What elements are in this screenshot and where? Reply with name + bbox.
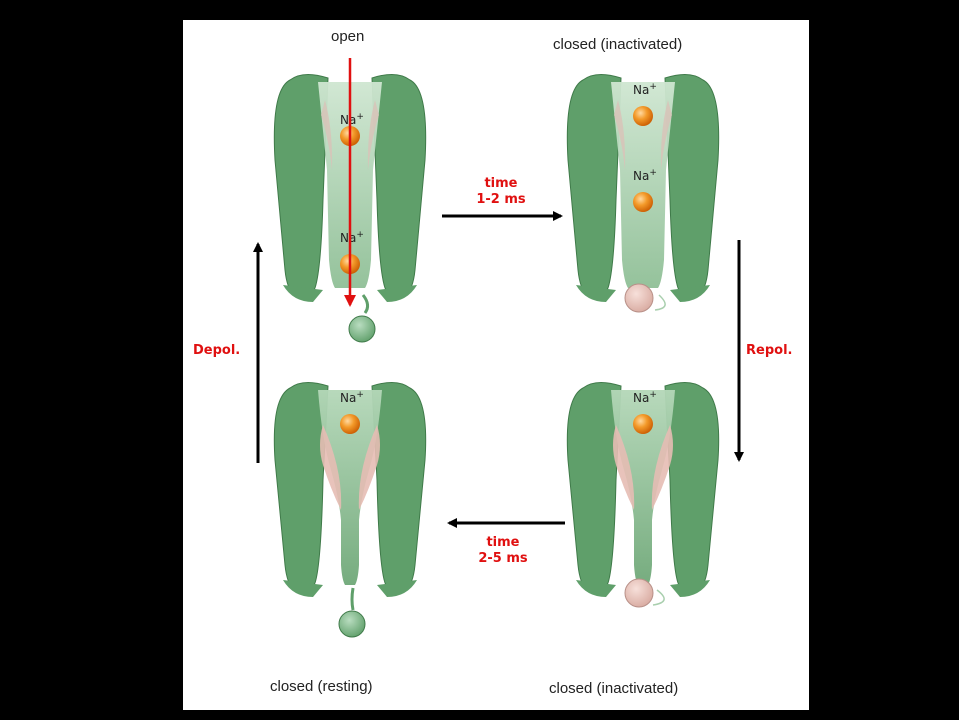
inactivation-ball [349, 316, 375, 342]
transition-label-time-1: time 1-2 ms [471, 176, 531, 208]
channel-inactivated-top: Na+ Na+ [567, 74, 718, 312]
inactivation-ball-plugging [625, 284, 653, 312]
state-label-open: open [331, 28, 364, 45]
diagram-panel: Na+ Na+ Na+ Na+ [183, 20, 809, 710]
state-label-resting: closed (resting) [270, 678, 373, 695]
transition-label-depol: Depol. [193, 343, 240, 359]
channel-inactivated-bottom: Na+ [567, 382, 718, 607]
state-label-inactivated-bottom: closed (inactivated) [549, 680, 678, 697]
inactivation-ball [339, 611, 365, 637]
ion-symbol: Na [340, 113, 356, 127]
diagram-canvas: Na+ Na+ Na+ Na+ [183, 20, 809, 710]
state-label-inactivated-top: closed (inactivated) [553, 36, 682, 53]
channel-resting: Na+ [274, 382, 425, 637]
transition-label-time-2: time 2-5 ms [473, 535, 533, 567]
inactivation-ball-plugging [625, 579, 653, 607]
channel-open: Na+ Na+ [274, 58, 425, 342]
transition-label-repol: Repol. [746, 343, 792, 359]
